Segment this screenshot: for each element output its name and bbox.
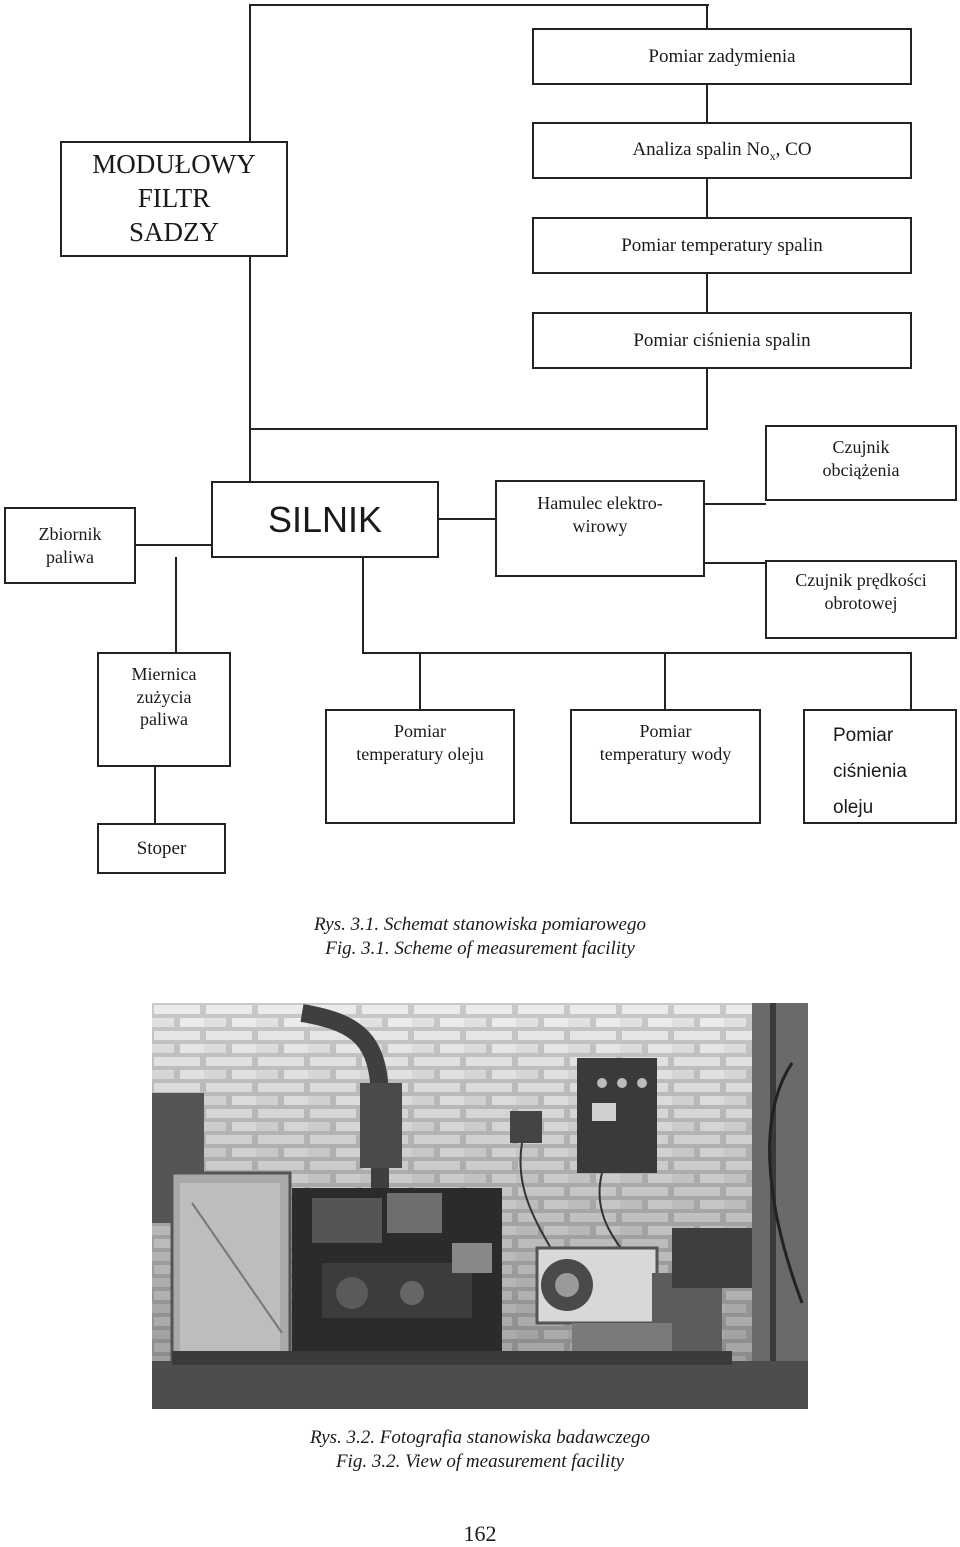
page-number: 162 — [463, 1521, 497, 1546]
oil-pressure-line-2: ciśnienia — [833, 761, 907, 782]
connector-line — [438, 518, 496, 520]
fuel-tank-box: Zbiornik paliwa — [4, 507, 136, 584]
fuel-tank-line-2: paliwa — [46, 546, 94, 567]
oil-temp-box: Pomiar temperatury oleju — [325, 709, 515, 824]
filter-line-1: MODUŁOWY — [92, 149, 256, 180]
test-bench-photo — [152, 1003, 808, 1409]
smoke-measurement-label: Pomiar zadymienia — [648, 45, 796, 67]
connector-line — [664, 652, 666, 712]
connector-line — [362, 557, 364, 654]
load-sensor-line-2: obciążenia — [822, 459, 900, 480]
connector-line — [362, 652, 912, 654]
figure-2-caption-pl: Rys. 3.2. Fotografia stanowiska badawcze… — [309, 1427, 651, 1448]
engine-label: SILNIK — [267, 499, 383, 540]
connector-line — [704, 503, 766, 505]
eddy-brake-box: Hamulec elektro- wirowy — [495, 480, 705, 577]
connector-line — [249, 428, 708, 430]
speed-sensor-line-2: obrotowej — [824, 592, 898, 613]
water-temp-line-1: Pomiar — [639, 721, 692, 741]
brake-line-2: wirowy — [572, 515, 628, 536]
fuel-tank-line-1: Zbiornik — [38, 524, 102, 544]
load-sensor-line-1: Czujnik — [832, 437, 890, 457]
test-bench-photo-graphic — [152, 1003, 808, 1409]
figure-2-caption-en: Fig. 3.2. View of measurement facility — [335, 1451, 625, 1472]
connector-line — [419, 652, 421, 712]
oil-temp-line-2: temperatury oleju — [356, 743, 484, 764]
filter-line-3: SADZY — [128, 216, 219, 247]
smoke-measurement-box: Pomiar zadymienia — [532, 28, 912, 85]
speed-sensor-box: Czujnik prędkości obrotowej — [765, 560, 957, 639]
engine-box: SILNIK — [211, 481, 439, 558]
exhaust-pressure-box: Pomiar ciśnienia spalin — [532, 312, 912, 369]
connector-line — [704, 562, 766, 564]
stopwatch-box: Stoper — [97, 823, 226, 874]
connector-line — [136, 544, 212, 546]
stopwatch-label: Stoper — [136, 837, 187, 859]
exhaust-temp-label: Pomiar temperatury spalin — [621, 234, 823, 256]
water-temp-box: Pomiar temperatury wody — [570, 709, 761, 824]
oil-pressure-line-1: Pomiar — [833, 725, 894, 746]
exhaust-analysis-label: Analiza spalin Nox, CO — [632, 138, 811, 164]
fuel-meter-line-3: paliwa — [140, 709, 188, 729]
exhaust-analysis-sub: x — [769, 148, 776, 163]
exhaust-analysis-suffix: , CO — [775, 138, 812, 160]
brake-line-1: Hamulec elektro- — [537, 493, 663, 513]
exhaust-temp-box: Pomiar temperatury spalin — [532, 217, 912, 274]
fuel-meter-box: Miernica zużycia paliwa — [97, 652, 231, 767]
oil-temp-line-1: Pomiar — [394, 721, 446, 741]
load-sensor-box: Czujnik obciążenia — [765, 425, 957, 501]
connector-line — [910, 652, 912, 712]
exhaust-analysis-box: Analiza spalin Nox, CO — [532, 122, 912, 179]
soot-filter-box: MODUŁOWY FILTR SADZY — [60, 141, 288, 257]
connector-line — [249, 4, 709, 6]
connector-line — [175, 557, 177, 654]
filter-line-2: FILTR — [137, 183, 211, 214]
oil-pressure-box: Pomiar ciśnienia oleju — [803, 709, 957, 824]
fuel-meter-line-2: zużycia — [136, 686, 192, 707]
water-temp-line-2: temperatury wody — [599, 743, 732, 764]
fuel-meter-line-1: Miernica — [131, 664, 197, 684]
exhaust-pressure-label: Pomiar ciśnienia spalin — [633, 329, 811, 351]
connector-line — [154, 766, 156, 824]
figure-1-caption-en: Fig. 3.1. Scheme of measurement facility — [325, 938, 635, 959]
figure-1-caption-pl: Rys. 3.1. Schemat stanowiska pomiarowego — [314, 914, 646, 935]
speed-sensor-line-1: Czujnik prędkości — [795, 570, 927, 590]
oil-pressure-line-3: oleju — [833, 797, 874, 818]
exhaust-analysis-prefix: Analiza spalin No — [632, 138, 770, 160]
